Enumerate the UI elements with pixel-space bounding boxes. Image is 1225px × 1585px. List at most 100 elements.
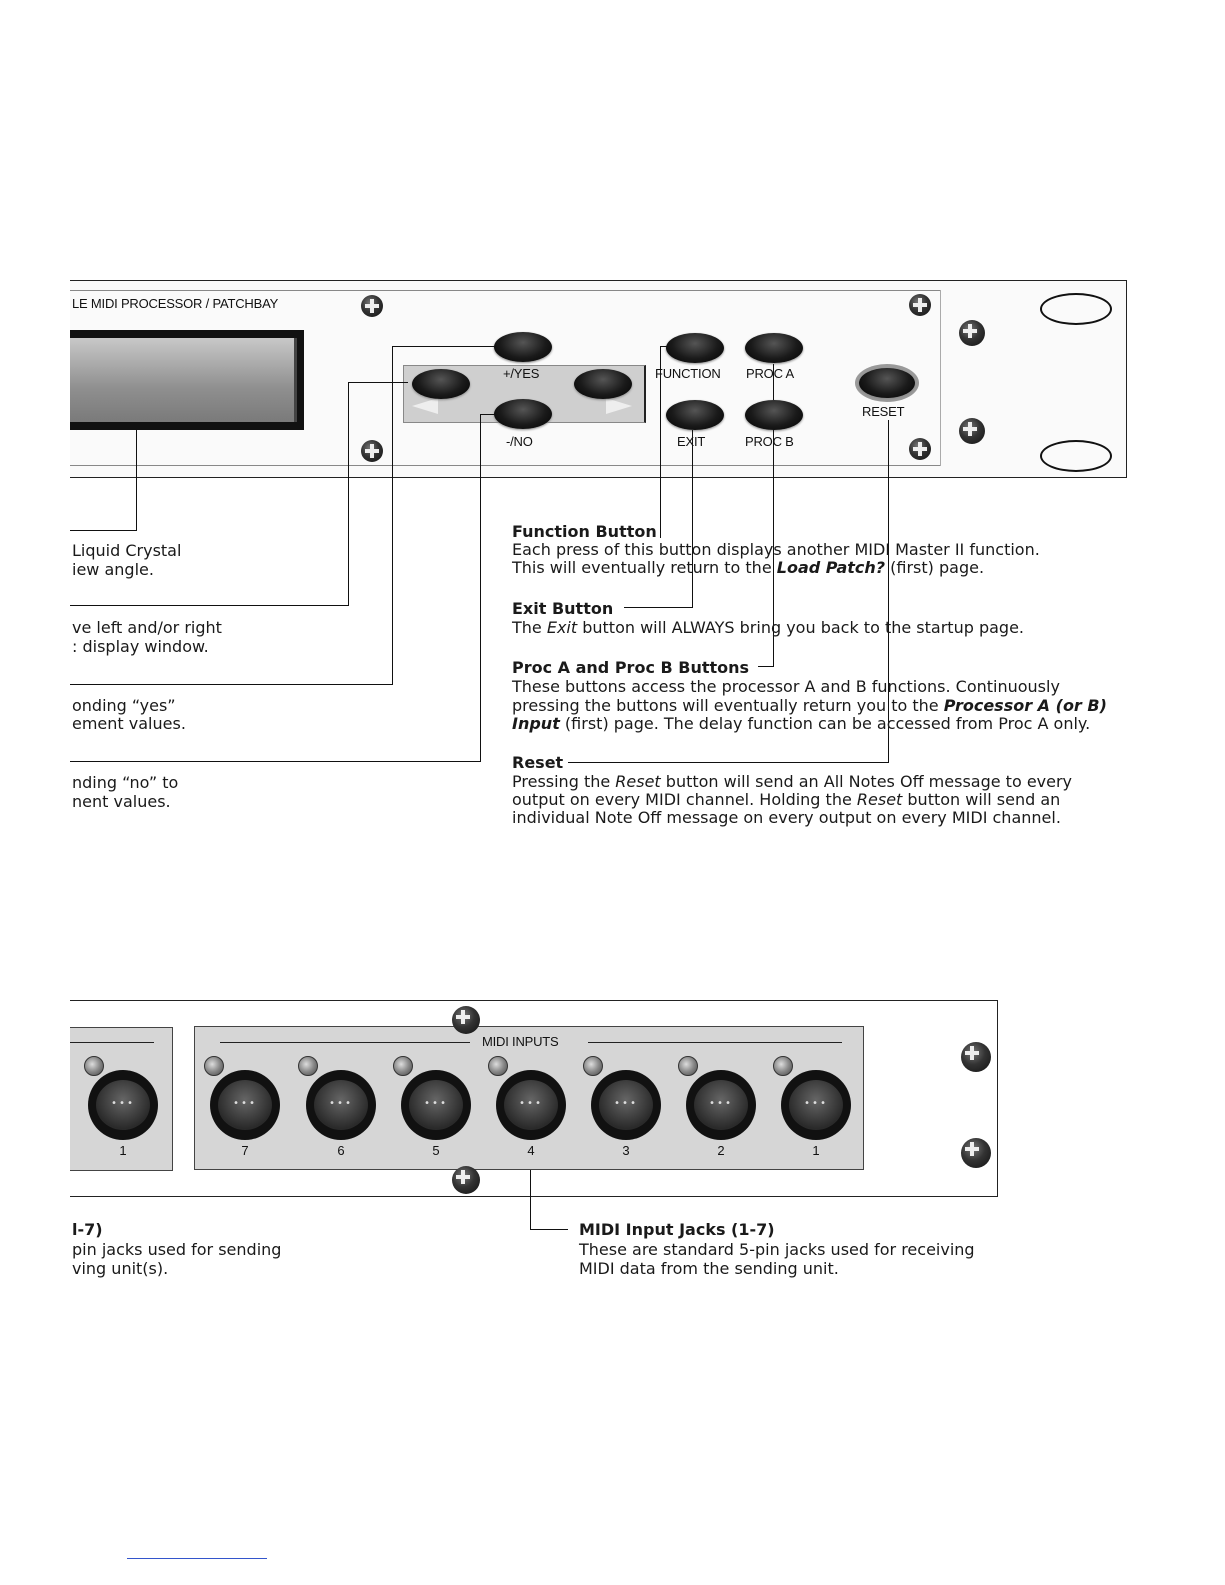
reset-heading: Reset	[512, 753, 564, 772]
midi-input-jacks-desc: These are standard 5-pin jacks used for …	[579, 1240, 975, 1259]
proc-a-button[interactable]	[745, 333, 803, 363]
midi-input-jack-7: •••	[210, 1070, 280, 1140]
callout-line	[773, 364, 774, 400]
proc-b-button[interactable]	[745, 400, 803, 430]
right-cursor-button[interactable]	[574, 369, 632, 399]
no-note-line: nent values.	[72, 792, 171, 811]
front-panel-inner-rule-top	[70, 290, 940, 291]
screw-icon	[361, 440, 383, 462]
exit-desc-line: The Exit button will ALWAYS bring you ba…	[512, 618, 1024, 637]
exit-button[interactable]	[666, 400, 724, 430]
screw-icon	[452, 1006, 480, 1034]
led-icon	[583, 1056, 603, 1076]
midi-inputs-label: MIDI INPUTS	[482, 1034, 559, 1049]
rack-mount-slot	[1040, 293, 1112, 325]
proc-desc-line: These buttons access the processor A and…	[512, 677, 1060, 696]
midi-input-jack-5: •••	[401, 1070, 471, 1140]
panel-rule	[70, 1042, 154, 1043]
callout-line	[480, 414, 496, 415]
callout-line	[568, 762, 889, 763]
no-note-line: nding “no” to	[72, 773, 179, 792]
lcd-note-line: Liquid Crystal	[72, 541, 182, 560]
left-arrow-icon	[412, 398, 438, 414]
proc-b-label: PROC B	[745, 434, 794, 449]
midi-input-jacks-desc: MIDI data from the sending unit.	[579, 1259, 839, 1278]
midi-input-jack-1: •••	[781, 1070, 851, 1140]
jack-number: 4	[527, 1143, 535, 1158]
midi-input-jack-6: •••	[306, 1070, 376, 1140]
front-panel-divider	[940, 290, 941, 466]
callout-line	[70, 605, 349, 606]
reset-label: RESET	[862, 404, 905, 419]
screw-icon	[961, 1138, 991, 1168]
jack-number: 6	[337, 1143, 345, 1158]
right-arrow-icon	[606, 398, 632, 414]
callout-line	[348, 382, 349, 606]
led-icon	[488, 1056, 508, 1076]
left-cursor-button[interactable]	[412, 369, 470, 399]
rack-mount-slot	[1040, 440, 1112, 472]
panel-rule	[588, 1042, 842, 1043]
reset-desc-line: output on every MIDI channel. Holding th…	[512, 790, 1061, 809]
no-label: -/NO	[506, 434, 533, 449]
function-desc-line: This will eventually return to the Load …	[512, 558, 985, 577]
no-button[interactable]	[494, 399, 552, 429]
function-desc-line: Each press of this button displays anoth…	[512, 540, 1040, 559]
screw-icon	[909, 294, 931, 316]
callout-line	[70, 530, 137, 531]
callout-line	[773, 430, 774, 666]
footer-rule	[127, 1558, 267, 1559]
panel-title: LE MIDI PROCESSOR / PATCHBAY	[72, 296, 279, 311]
callout-line	[480, 414, 481, 762]
callout-line	[392, 346, 393, 684]
led-icon	[678, 1056, 698, 1076]
front-panel-inner-rule-bottom	[70, 465, 940, 466]
midi-out-note-line: ving unit(s).	[72, 1259, 169, 1278]
function-button[interactable]	[666, 333, 724, 363]
exit-heading: Exit Button	[512, 599, 614, 618]
callout-line	[70, 684, 393, 685]
midi-input-jack-2: •••	[686, 1070, 756, 1140]
screw-icon	[961, 1042, 991, 1072]
arrows-note-line: : display window.	[72, 637, 209, 656]
midi-input-jack-3: •••	[591, 1070, 661, 1140]
yes-label: +/YES	[503, 366, 540, 381]
callout-line	[348, 382, 408, 383]
yes-note-line: onding “yes”	[72, 696, 176, 715]
callout-line	[624, 607, 693, 608]
led-icon	[393, 1056, 413, 1076]
proc-a-label: PROC A	[746, 366, 794, 381]
midi-out-heading-fragment: l-7)	[72, 1220, 103, 1239]
callout-line	[70, 761, 481, 762]
proc-desc-line: Input (first) page. The delay function c…	[512, 714, 1091, 733]
reset-button[interactable]	[859, 368, 915, 398]
proc-heading: Proc A and Proc B Buttons	[512, 658, 750, 677]
proc-desc-line: pressing the buttons will eventually ret…	[512, 696, 1107, 715]
jack-number: 3	[622, 1143, 630, 1158]
midi-jack: •••	[88, 1070, 158, 1140]
screw-icon	[959, 418, 985, 444]
yes-button[interactable]	[494, 332, 552, 362]
callout-line	[392, 346, 496, 347]
led-icon	[298, 1056, 318, 1076]
lcd-note-line: iew angle.	[72, 560, 154, 579]
callout-line	[692, 430, 693, 608]
midi-input-jack-4: •••	[496, 1070, 566, 1140]
jack-number: 1	[119, 1143, 127, 1158]
screw-icon	[909, 438, 931, 460]
midi-input-jacks-heading: MIDI Input Jacks (1-7)	[579, 1220, 775, 1239]
callout-line	[530, 1229, 568, 1230]
jack-number: 7	[241, 1143, 249, 1158]
callout-line	[136, 426, 137, 530]
yes-note-line: ement values.	[72, 714, 186, 733]
jack-number: 5	[432, 1143, 440, 1158]
midi-out-note-line: pin jacks used for sending	[72, 1240, 282, 1259]
callout-line	[660, 346, 661, 538]
screw-icon	[959, 320, 985, 346]
screw-icon	[361, 295, 383, 317]
arrows-note-line: ve left and/or right	[72, 618, 222, 637]
function-heading: Function Button	[512, 522, 657, 541]
reset-desc-line: Pressing the Reset button will send an A…	[512, 772, 1073, 791]
jack-number: 1	[812, 1143, 820, 1158]
